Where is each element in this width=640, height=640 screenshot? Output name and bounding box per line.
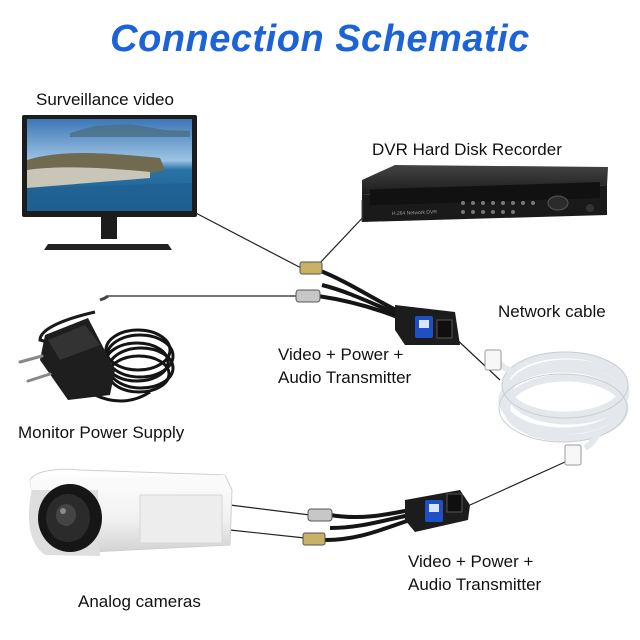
connection-lines (108, 209, 566, 539)
power-supply-label: Monitor Power Supply (18, 423, 185, 442)
transmitter-top-label-line2: Audio Transmitter (278, 368, 412, 387)
transmitter-top (295, 261, 460, 345)
dvr-device (361, 165, 608, 222)
transmitter-top-label-line1: Video + Power + (278, 345, 404, 364)
page-title: Connection Schematic (110, 18, 530, 60)
cameras-label: Analog cameras (78, 592, 201, 611)
camera-device (28, 468, 233, 556)
power-supply-device (18, 294, 175, 403)
transmitter-bottom-label-line2: Audio Transmitter (408, 575, 542, 594)
transmitter-bottom-label-line1: Video + Power + (408, 552, 534, 571)
network-cable-label: Network cable (498, 302, 606, 321)
dvr-panel-text: H.264 Network DVR (392, 209, 438, 217)
transmitter-bottom (302, 490, 470, 546)
monitor-device (22, 115, 197, 250)
surveillance-video-label: Surveillance video (36, 90, 174, 109)
network-cable-device (484, 349, 630, 466)
dvr-label: DVR Hard Disk Recorder (372, 140, 562, 159)
